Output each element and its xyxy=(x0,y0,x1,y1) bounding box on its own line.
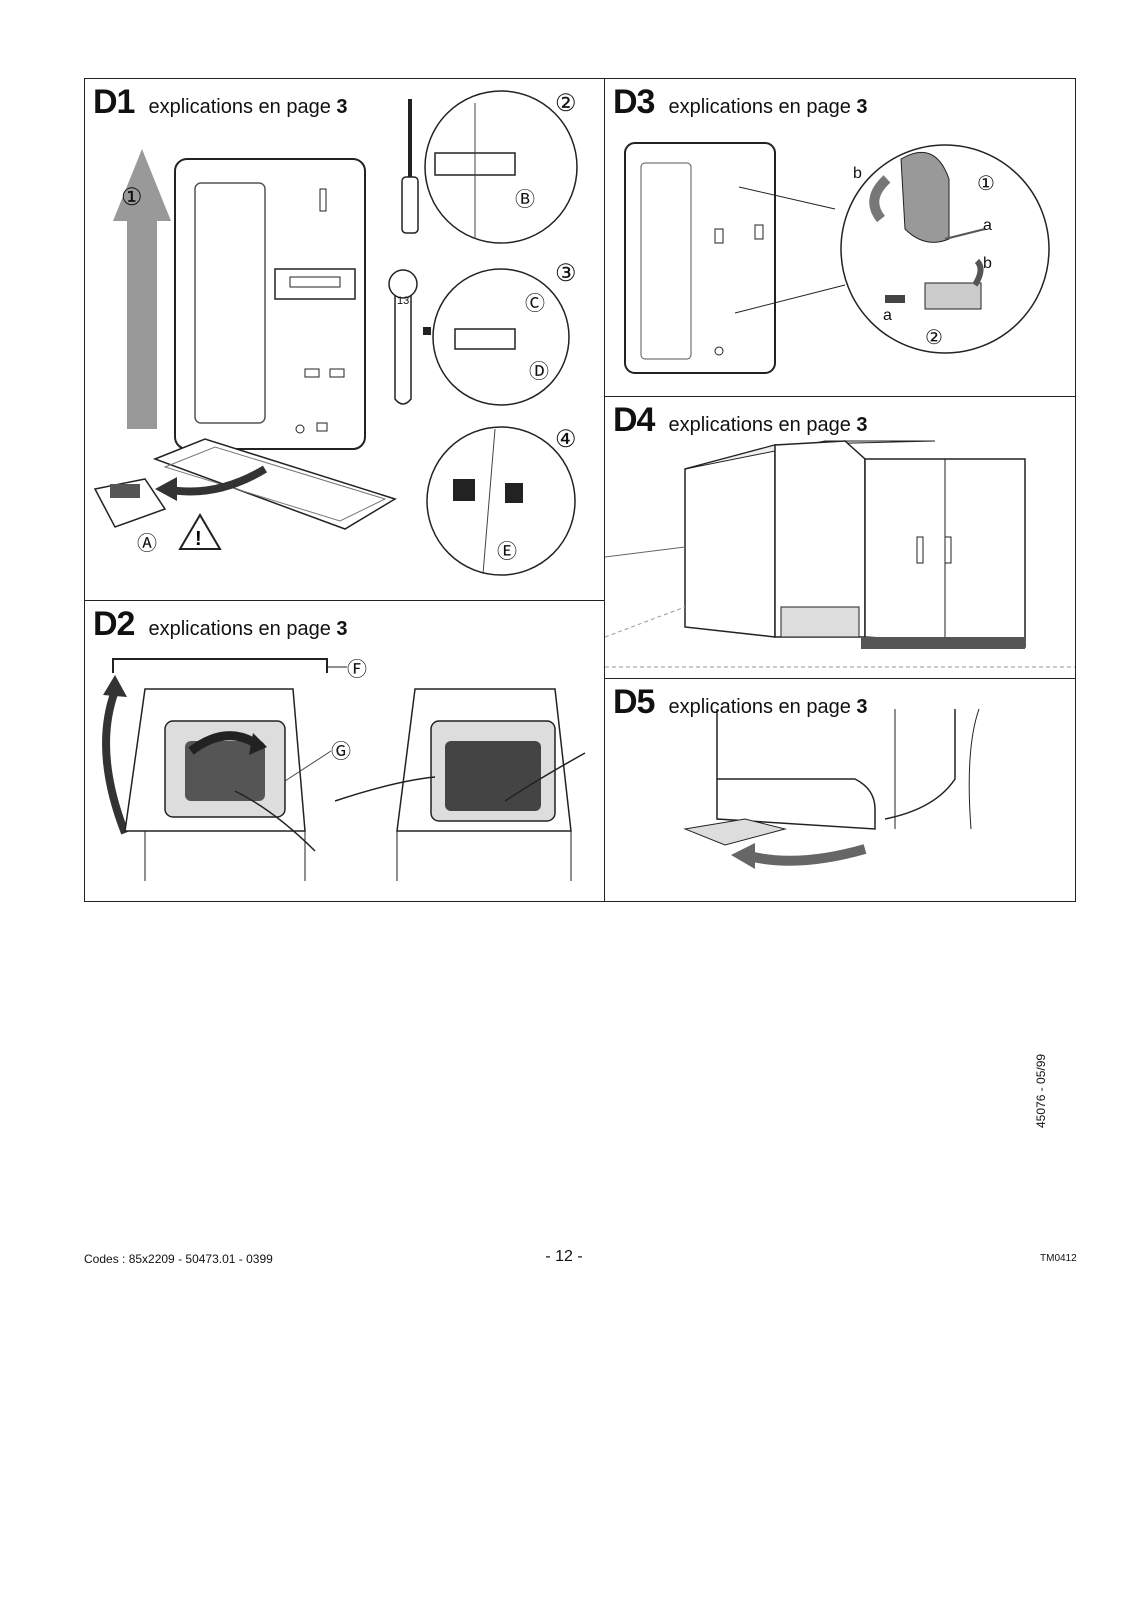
callout-step-2: ② xyxy=(555,90,577,117)
page-number: - 12 - xyxy=(545,1248,583,1265)
callout-a: Ⓐ xyxy=(137,533,157,555)
callout-small-a-top: a xyxy=(983,217,992,234)
section-code-d3: D3 xyxy=(613,83,655,121)
section-code-d4: D4 xyxy=(613,401,655,439)
section-page-ref-d1: 3 xyxy=(336,96,348,118)
d3-illustration xyxy=(624,142,1050,374)
callout-c: Ⓒ xyxy=(525,293,545,315)
callout-step-3: ③ xyxy=(555,260,577,287)
callout-step-4: ④ xyxy=(555,426,577,453)
section-page-ref-d4: 3 xyxy=(856,414,868,436)
callout-b: Ⓑ xyxy=(515,189,535,211)
section-explanation-d3: explications en page xyxy=(668,96,851,118)
section-explanation-d4: explications en page xyxy=(668,414,851,436)
section-code-d5: D5 xyxy=(613,683,655,721)
section-page-ref-d5: 3 xyxy=(856,696,868,718)
callout-small-b-bottom: b xyxy=(983,255,992,272)
callout-d3-step-1: ① xyxy=(977,173,995,195)
d4-illustration xyxy=(605,440,1075,668)
d1-illustration: ! xyxy=(93,90,578,576)
svg-text:!: ! xyxy=(195,528,202,550)
callout-d3-step-2: ② xyxy=(925,327,943,349)
section-code-d2: D2 xyxy=(93,605,135,643)
callout-step-1: ① xyxy=(121,184,143,211)
section-page-ref-d3: 3 xyxy=(856,96,868,118)
section-code-d1: D1 xyxy=(93,83,135,121)
callout-small-b-top: b xyxy=(853,165,862,182)
vertical-ref: 45076 - 05/99 xyxy=(1034,1053,1048,1128)
footer-codes: Codes : 85x2209 - 50473.01 - 0399 xyxy=(84,1252,273,1266)
footer-ref: TM0412 xyxy=(1040,1253,1077,1264)
callout-d: Ⓓ xyxy=(529,361,549,383)
panel-d2: D2 explications en page 3 Ⓕ Ⓖ xyxy=(85,601,605,901)
d5-illustration xyxy=(683,708,980,869)
section-explanation-d5: explications en page xyxy=(668,696,851,718)
wrench-size: 13 xyxy=(397,295,410,307)
panel-d3: D3 explications en page 3 b ① a b a ② xyxy=(605,79,1075,397)
panel-d4: D4 explications en page 3 xyxy=(605,397,1075,679)
panel-d5: D5 explications en page 3 xyxy=(605,679,1075,901)
callout-small-a-bottom: a xyxy=(883,307,892,324)
d2-illustration xyxy=(102,658,586,881)
callout-g: Ⓖ xyxy=(331,741,351,763)
callout-f: Ⓕ xyxy=(347,659,367,681)
callout-e: Ⓔ xyxy=(497,541,517,563)
section-explanation-d2: explications en page xyxy=(148,618,331,640)
section-explanation-d1: explications en page xyxy=(148,96,331,118)
section-page-ref-d2: 3 xyxy=(336,618,348,640)
